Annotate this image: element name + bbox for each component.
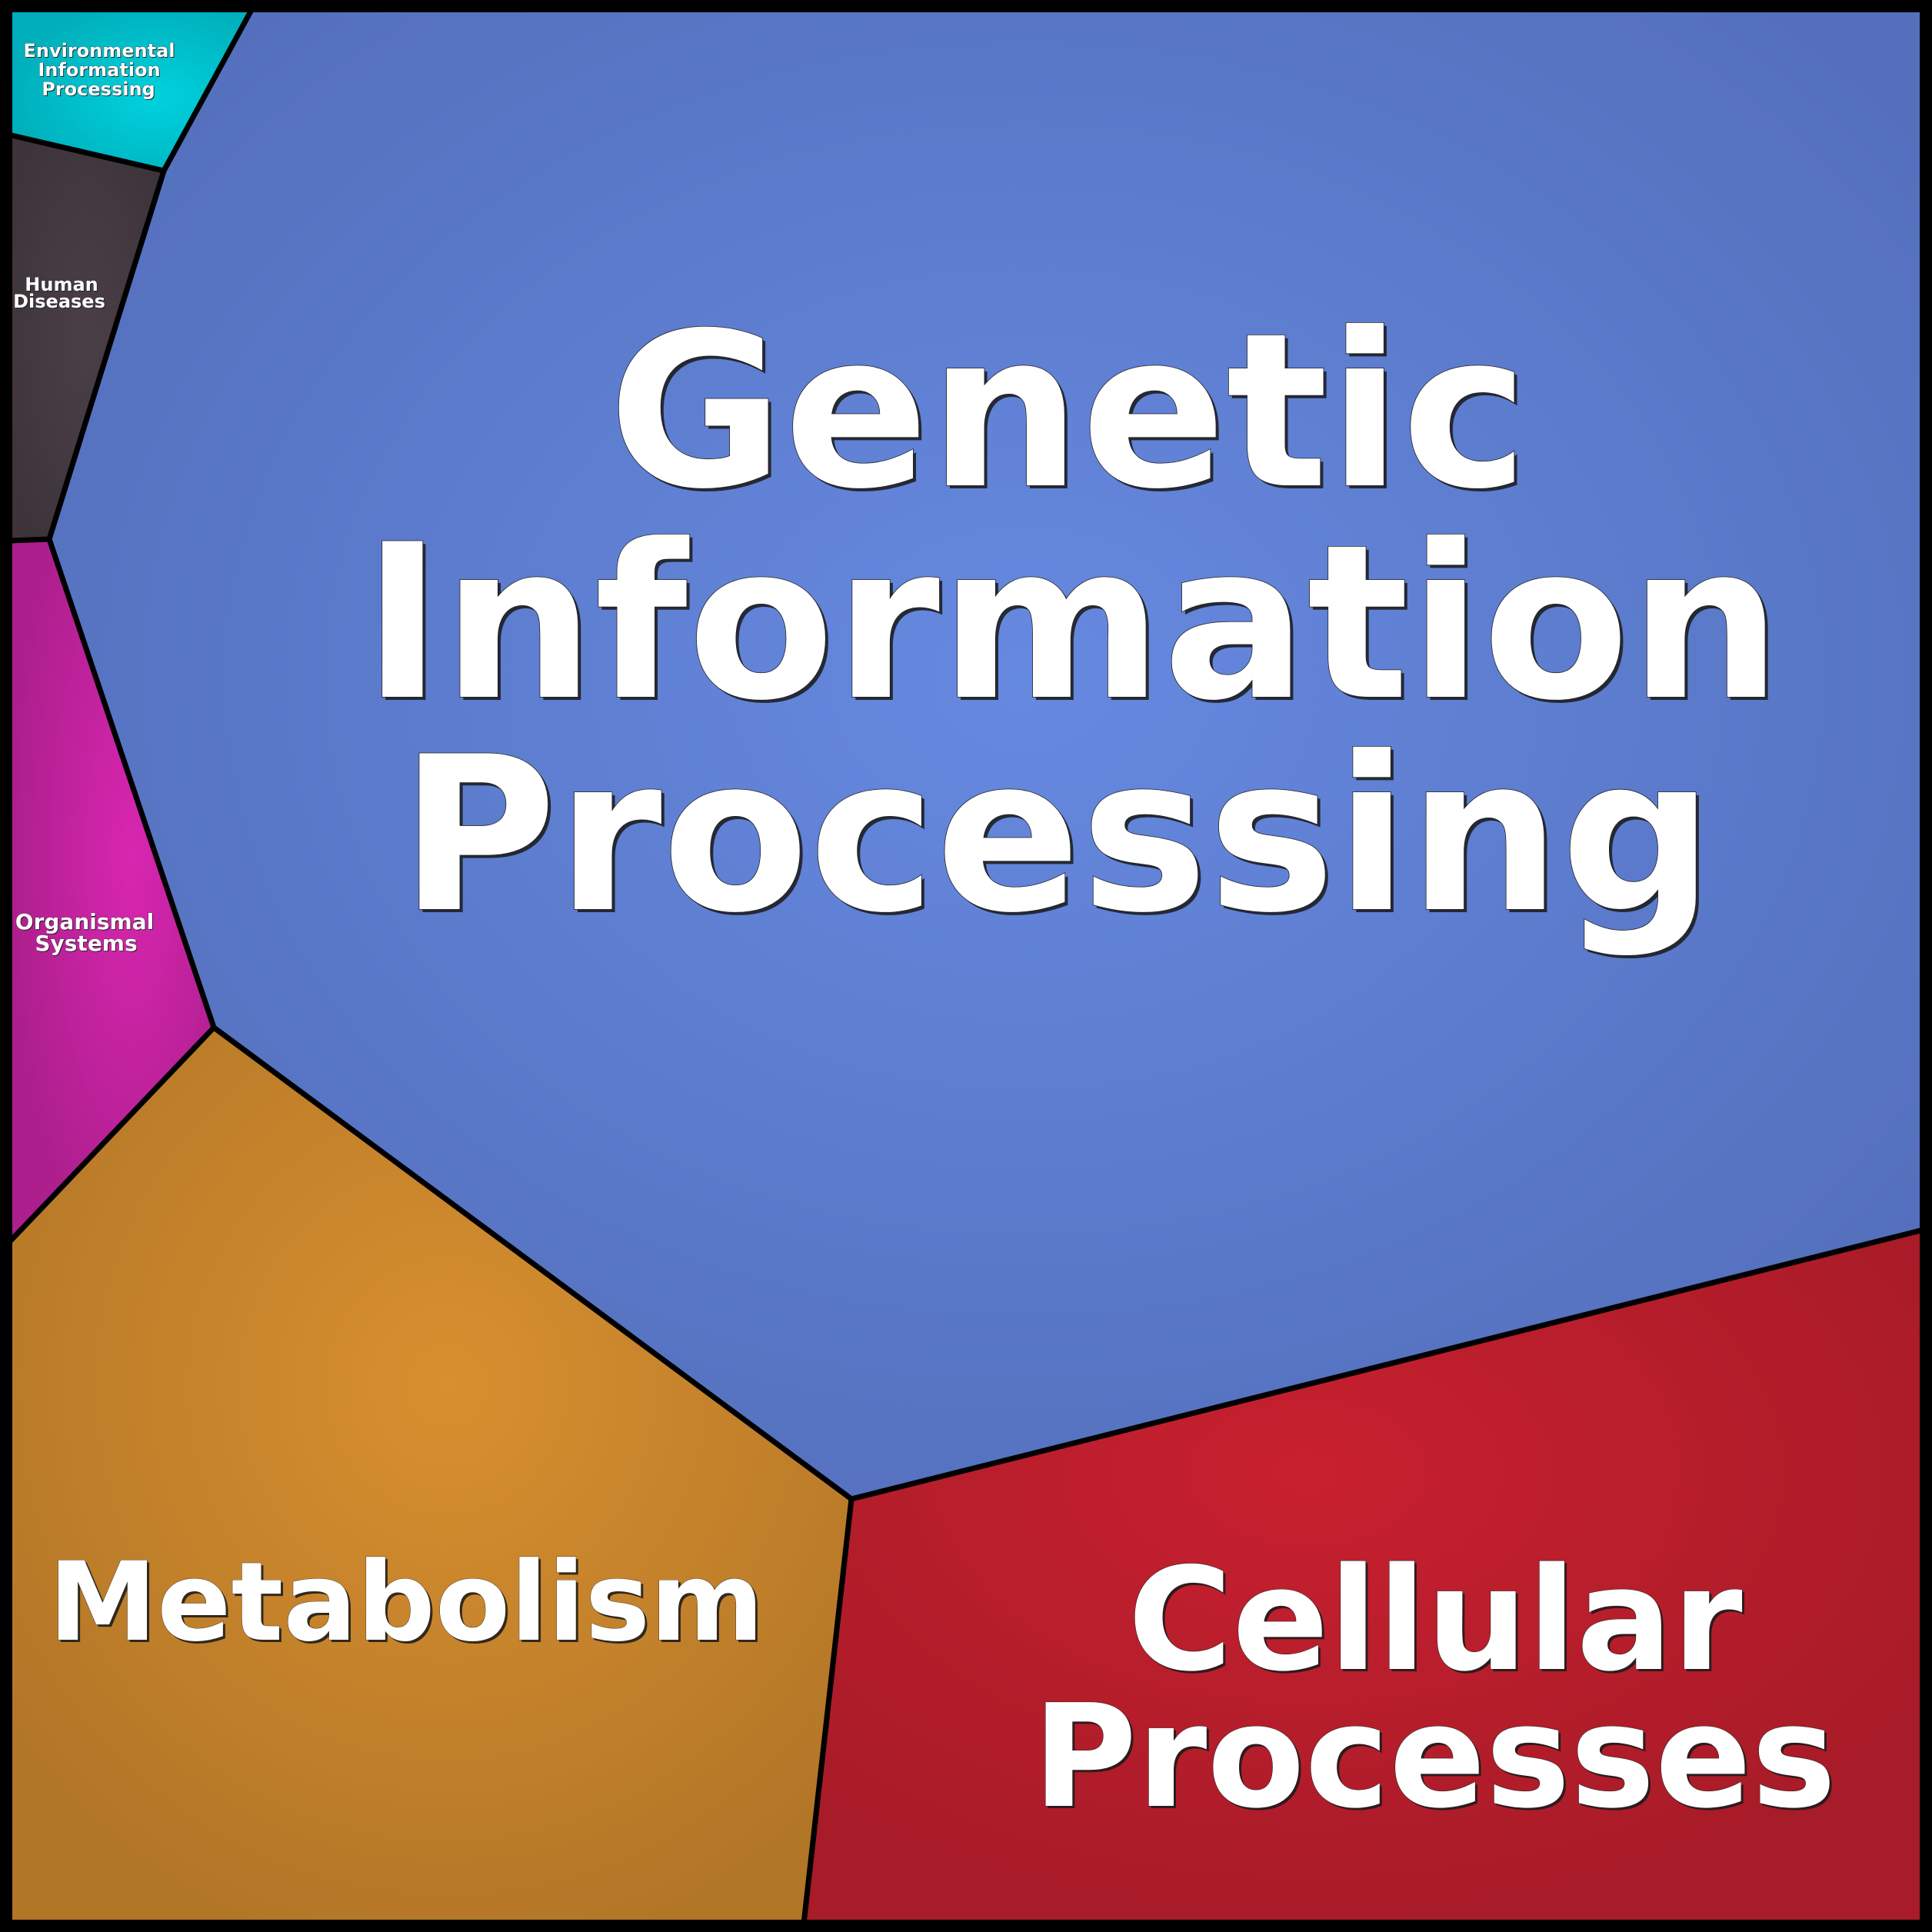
label-line: Processes <box>1033 1674 1837 1840</box>
cell-metabolism[interactable]: Metabolism Metabolism <box>5 1024 854 1927</box>
cell-organismal-systems[interactable]: Organismal Organismal Systems Systems <box>5 536 217 1246</box>
label-line: Metabolism <box>48 1539 764 1666</box>
label-organismal-systems: Organismal Organismal Systems Systems <box>15 909 155 957</box>
label-line: Diseases <box>13 291 105 312</box>
svg-text:Genetic: Genetic <box>611 290 1531 539</box>
svg-text:Systems: Systems <box>35 931 138 957</box>
svg-text:Information: Information <box>38 60 161 82</box>
cell-environmental-information-processing[interactable]: Environmental Environmental Information … <box>5 5 255 174</box>
svg-text:Environmental: Environmental <box>24 41 175 62</box>
label-cellular-processes: Cellular Cellular Processes Processes <box>1032 1536 1839 1842</box>
label-line: Human <box>25 274 98 295</box>
cell-genetic-information-processing[interactable]: Genetic Genetic Information Information … <box>46 5 1927 1502</box>
label-line: Genetic <box>608 287 1528 536</box>
svg-text:Organismal: Organismal <box>16 910 155 935</box>
svg-text:Diseases: Diseases <box>14 291 106 313</box>
label-line: Systems <box>35 931 137 956</box>
svg-text:Processes: Processes <box>1035 1676 1839 1842</box>
label-human-diseases: Human Human Diseases Diseases <box>13 274 106 313</box>
label-line: Environmental <box>23 40 175 62</box>
label-environmental-information-processing: Environmental Environmental Information … <box>23 40 175 101</box>
label-genetic-information-processing: Genetic Genetic Information Information … <box>362 286 1785 963</box>
label-line: Cellular <box>1128 1537 1742 1703</box>
label-line: Processing <box>42 78 155 100</box>
label-line: Organismal <box>15 909 154 934</box>
label-line: Information <box>38 59 160 81</box>
svg-text:Metabolism: Metabolism <box>51 1541 766 1668</box>
label-line: Processing <box>400 711 1714 960</box>
label-metabolism: Metabolism Metabolism <box>48 1539 766 1668</box>
cell-cellular-processes[interactable]: Cellular Cellular Processes Processes <box>801 1227 1927 1927</box>
svg-text:Human: Human <box>25 275 98 296</box>
svg-text:Processing: Processing <box>42 79 155 101</box>
svg-text:Cellular: Cellular <box>1130 1539 1744 1705</box>
svg-text:Processing: Processing <box>403 714 1717 963</box>
label-line: Information <box>363 498 1782 748</box>
svg-text:Information: Information <box>366 501 1785 751</box>
